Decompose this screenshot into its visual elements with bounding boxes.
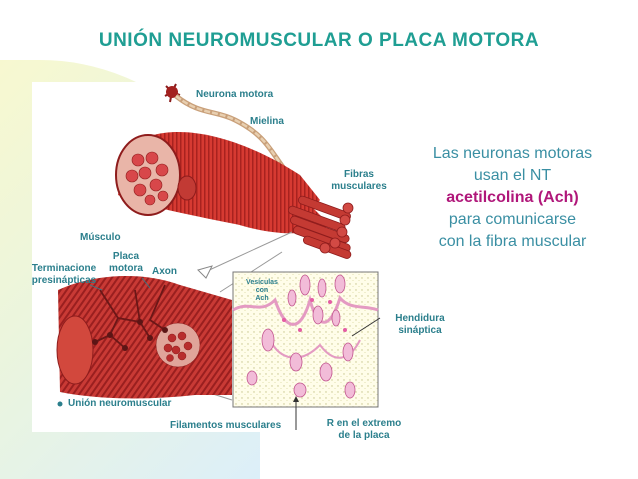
cleft-pointer: [351, 317, 381, 337]
explanation-text: Las neuronas motoras usan el NT acetilco…: [405, 143, 620, 253]
label-motor-neuron: Neurona motora: [196, 89, 274, 100]
page-title: UNIÓN NEUROMUSCULAR O PLACA MOTORA: [98, 30, 540, 51]
highlight-acetylcholine: acetilcolina (Ach): [446, 189, 579, 206]
synapse-detail: [232, 271, 381, 430]
label-muscle-filaments: Filamentos musculares: [170, 420, 282, 431]
label-pointers: [89, 277, 151, 291]
neuromuscular-junction-illustration: [56, 275, 232, 407]
label-myelin: Mielina: [250, 116, 284, 127]
label-axon: Axon: [152, 266, 177, 277]
label-muscle: Músculo: [80, 232, 121, 243]
label-neuromuscular-junction: Unión neuromuscular: [68, 398, 172, 409]
muscle-fibers-bundle: [287, 195, 354, 259]
